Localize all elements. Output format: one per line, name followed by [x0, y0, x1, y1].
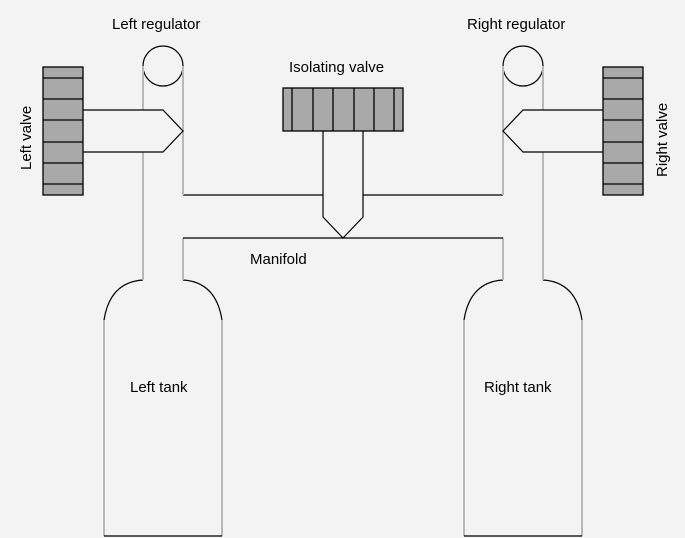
right-tank	[463, 152, 583, 537]
left-tank-label: Left tank	[130, 379, 188, 396]
right-valve-handwheel	[602, 66, 644, 196]
left-valve-stem	[83, 109, 184, 153]
isolating-valve-label: Isolating valve	[289, 59, 384, 76]
left-regulator-label: Left regulator	[112, 16, 200, 33]
right-tank-label: Right tank	[484, 379, 552, 396]
right-regulator-label: Right regulator	[467, 16, 565, 33]
right-valve-label: Right valve	[654, 103, 671, 177]
isolating-valve-handwheel	[282, 87, 404, 132]
left-tank	[103, 152, 223, 537]
manifold-label: Manifold	[250, 251, 307, 268]
left-valve-handwheel	[42, 66, 84, 196]
left-valve-label: Left valve	[18, 106, 35, 170]
isolating-valve-stem	[322, 131, 364, 239]
left-regulator	[142, 45, 184, 195]
right-valve-stem	[502, 109, 603, 153]
right-regulator	[502, 45, 544, 195]
